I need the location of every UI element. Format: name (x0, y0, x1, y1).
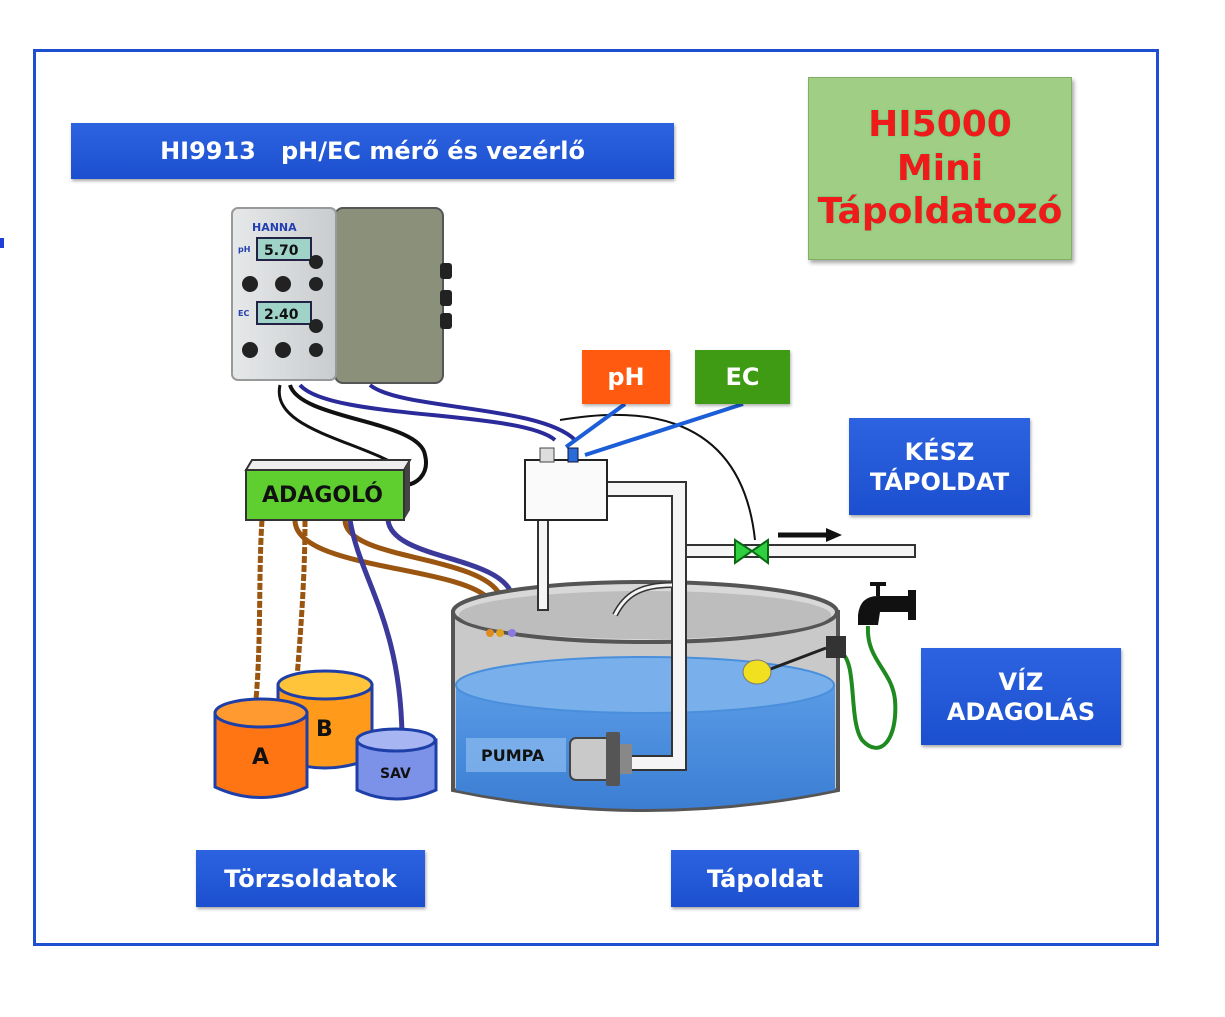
ec-pointer-line (584, 402, 744, 457)
line-a-tank (292, 519, 493, 625)
pump-icon: PUMPA (466, 732, 632, 786)
doser-label: ADAGOLÓ (262, 482, 383, 508)
flow-arrow-icon (778, 528, 842, 542)
container-b-label: B (316, 717, 333, 742)
container-acid-label: SAV (380, 766, 411, 782)
tank (451, 580, 840, 812)
controller-title-label: HI9913 pH/EC mérő és vezérlő (71, 123, 674, 179)
water-hose (838, 625, 898, 750)
float-valve (826, 636, 846, 658)
sensor-housing (524, 447, 608, 521)
doser: ADAGOLÓ (244, 459, 412, 521)
water-supply-line-1: VÍZ (998, 667, 1044, 696)
line-to-acid (347, 519, 405, 736)
float-ball (742, 659, 772, 685)
controller-ec-label: EC (238, 309, 249, 318)
container-a: A (213, 697, 309, 799)
brand-line-2: Mini (896, 147, 984, 189)
ready-solution-label: KÉSZ TÁPOLDAT (849, 418, 1030, 515)
ph-display: 5.70 (264, 243, 299, 259)
water (456, 685, 835, 809)
container-acid: SAV (355, 727, 438, 801)
ready-solution-line-1: KÉSZ (904, 437, 975, 466)
ec-sensor-label: EC (695, 350, 790, 404)
container-a-label: A (252, 745, 269, 770)
product-brand-box: HI5000 Mini Tápoldatozó (808, 77, 1072, 260)
line-to-a (251, 519, 265, 721)
water-surface (455, 656, 835, 714)
ec-display: 2.40 (264, 307, 299, 323)
cable-sensor-ph (298, 383, 557, 442)
water-tap-icon (858, 582, 916, 625)
ph-pointer-line (564, 402, 627, 449)
cable-sensor-ec (368, 383, 577, 442)
dosing-lines (251, 519, 515, 736)
nutrient-solution-label: Tápoldat (671, 850, 859, 907)
controller-brand: HANNA (252, 221, 297, 234)
brand-line-1: HI5000 (868, 103, 1012, 145)
brand-line-3: Tápoldatozó (817, 191, 1063, 233)
cable-doser (288, 384, 428, 487)
water-supply-line-2: ADAGOLÁS (946, 697, 1096, 726)
controller-ph-label: pH (238, 245, 250, 254)
controller-cables (277, 383, 756, 541)
valve-icon (734, 538, 769, 565)
side-marker (0, 238, 4, 248)
line-to-b (293, 519, 308, 691)
ph-sensor-label: pH (582, 350, 670, 404)
controller-device: HANNA 5.70 pH 2.40 EC (231, 207, 452, 384)
water-supply-label: VÍZ ADAGOLÁS (921, 648, 1121, 745)
cable-valve (559, 413, 756, 541)
diagram-frame (33, 49, 1159, 946)
pump-label: PUMPA (481, 746, 545, 765)
ready-solution-line-2: TÁPOLDAT (869, 467, 1010, 496)
line-acid-tank (385, 519, 515, 625)
stock-solutions-label: Törzsoldatok (196, 850, 425, 907)
